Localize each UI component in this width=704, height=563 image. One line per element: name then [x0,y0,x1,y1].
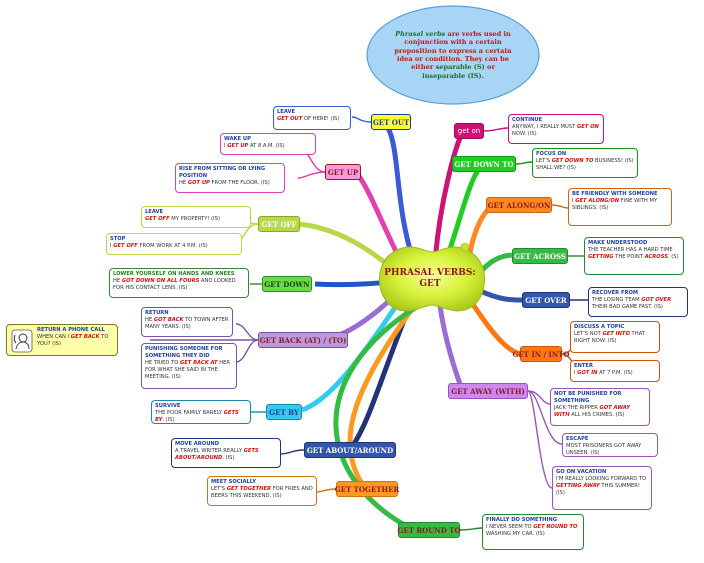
branch-get-across[interactable]: Get across [512,248,568,264]
definition-text: Phrasal verbs are verbs used in conjunct… [394,29,512,80]
branch-get-back[interactable]: Get back (at) / (to) [258,332,348,348]
branch-get-round-to[interactable]: Get round to [397,522,461,538]
link-get-by [301,298,403,413]
leaf-get-back-return: ReturnHe got back to town after many yea… [141,307,233,337]
leaf-get-along-friendly: Be friendly with someoneI get along/on f… [568,188,672,226]
leaf-get-across-understood: Make understoodThe teacher has a hard ti… [584,237,684,275]
leaf-get-back-punish: Punishing someone for something they did… [141,343,237,389]
branch-get-down-to[interactable]: Get down to [452,156,516,172]
central-topic: Phrasal verbs: Get [375,248,485,310]
leaf-get-off-leave: LeaveGet off my property! (IS) [141,206,251,228]
branch-get-over[interactable]: Get over [522,292,570,308]
branch-get-down[interactable]: Get down [262,276,312,292]
leaf-get-about-move: Move aroundA travel writer really gets a… [171,438,281,468]
central-topic-line2: Get [419,279,441,289]
link-get-together [347,303,418,490]
leaf-get-away-with-unpunished: Not be punished for somethingJack the Ri… [550,388,650,426]
branch-get-away-with[interactable]: Get away (with) [448,383,528,399]
link-get-round [333,303,420,531]
branch-get-on[interactable]: get on [454,123,484,139]
leaf-get-round-finally: Finally do somethingI never seem to get … [482,514,584,550]
leaf-get-up-rise: Rise from sitting or lying positionHe go… [175,163,285,193]
link-get-over [476,287,523,303]
branch-get-up[interactable]: Get up [325,164,361,180]
link-get-away [437,305,463,385]
leaf-get-into-discuss: Discuss a topicLet's not get into that r… [570,321,660,353]
branch-get-by[interactable]: Get by [266,404,302,420]
branch-get-about-around[interactable]: Get about/around [304,442,396,458]
leaf-get-together-meet: Meet sociallyLet's get together for frie… [207,476,317,506]
phone-call-icon [11,329,33,353]
central-topic-line1: Phrasal verbs: [384,268,476,278]
center-blob [379,246,485,312]
leaf-get-up-wake: Wake upI get up at 8 a.m. (IS) [220,133,316,155]
leaf-get-over-recover: Recover fromThe losing team got over the… [588,287,688,317]
branch-get-out[interactable]: Get out [371,114,411,130]
link-get-in [467,298,521,357]
definition-callout: Phrasal verbs are verbs used in conjunct… [367,6,539,104]
branch-get-in-into[interactable]: Get in / into [512,346,570,362]
leaf-get-off-stop: StopI get off from work at 4 p.m. (IS) [106,233,242,255]
leaf-get-away-escape: EscapeMost prisoners got away unseen. (I… [562,433,658,457]
leaf-get-down-to-focus: Focus onLet's get down to business! (IS)… [532,148,638,178]
branch-get-along-on[interactable]: Get along/on [486,197,552,213]
leaf-get-in-enter: EnterI got in at 7 p.m. (IS) [570,360,660,382]
branch-get-together[interactable]: Get together [335,481,399,497]
leaf-get-out-leave: LeaveGet out of here! (IS) [273,106,351,130]
leaf-get-by-survive: SurviveThe poor family barely gets by. (… [151,400,251,424]
leaf-get-back-phone: Return a phone callWhen can I get back t… [6,324,118,356]
leaf-get-on-continue: ContinueAnyway, I really must get on now… [508,114,604,144]
definition-bubble [366,5,540,105]
link-get-on [432,137,463,263]
leaf-get-down-lower: Lower yourself on hands and kneesHe got … [109,268,249,298]
branch-get-off[interactable]: Get off [258,216,300,232]
leaf-get-away-vacation: Go on vacationI'm really looking forward… [552,466,652,510]
